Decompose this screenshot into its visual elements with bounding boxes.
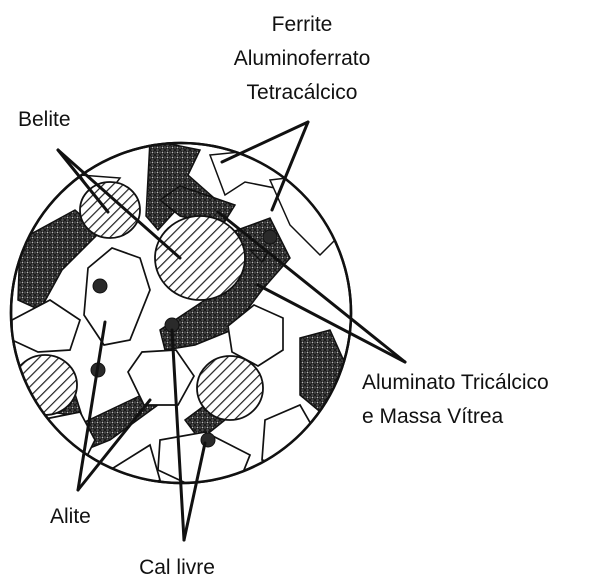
label-alite: Alite xyxy=(50,505,91,528)
label-ferrite-line2: Aluminoferrato xyxy=(234,47,371,70)
label-ferrite-line1: Ferrite xyxy=(272,13,333,36)
label-aluminate-line2: e Massa Vítrea xyxy=(362,405,504,428)
label-ferrite-line3: Tetracálcico xyxy=(247,81,358,104)
label-free-lime: Cal livre xyxy=(139,556,215,579)
label-aluminate-line1: Aluminato Tricálcico xyxy=(362,371,549,394)
label-belite: Belite xyxy=(18,108,71,131)
